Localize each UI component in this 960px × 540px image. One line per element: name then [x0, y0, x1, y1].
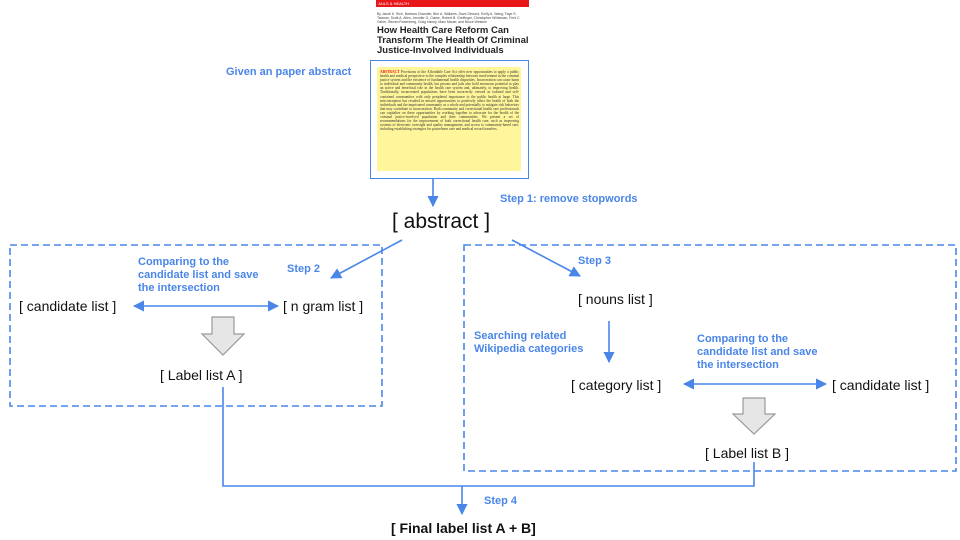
paper-header: JAILS & HEALTH By Jacob K. Rich, Barbara…	[376, 0, 530, 60]
label-list-b-node: [ Label list B ]	[705, 445, 790, 461]
abstract-node: [ abstract ]	[392, 210, 491, 233]
abstract-highlight: ABSTRACT Provisions of the Affordable Ca…	[377, 67, 521, 171]
step4-label: Step 4	[484, 495, 518, 507]
search-wiki-label: Searching related Wikipedia categories	[474, 330, 584, 355]
label-list-a-node: [ Label list A ]	[160, 367, 243, 383]
journal-tag-bar: JAILS & HEALTH	[376, 0, 529, 7]
abstract-body: Provisions of the Affordable Care Act of…	[380, 70, 519, 132]
merge-line-a	[222, 387, 755, 487]
step3-group-box	[463, 244, 957, 472]
given-abstract-label: Given an paper abstract	[226, 66, 352, 78]
step2-group-box	[9, 244, 383, 407]
block-arrow-left	[200, 316, 246, 356]
step1-label: Step 1: remove stopwords	[500, 193, 638, 205]
nouns-list-node: [ nouns list ]	[578, 291, 653, 307]
abstract-text: ABSTRACT Provisions of the Affordable Ca…	[380, 70, 519, 131]
compare-right-label: Comparing to the candidate list and save…	[697, 333, 818, 371]
abstract-box: ABSTRACT Provisions of the Affordable Ca…	[370, 60, 529, 179]
paper-title: How Health Care Reform Can Transform The…	[377, 25, 529, 56]
arrow-step2	[330, 239, 403, 279]
final-label-list-node: [ Final label list A + B]	[391, 520, 536, 536]
candidate-list-left-node: [ candidate list ]	[19, 298, 117, 314]
candidate-list-right-node: [ candidate list ]	[832, 377, 930, 393]
category-list-node: [ category list ]	[571, 377, 662, 393]
block-arrow-right	[731, 397, 777, 435]
ngram-list-node: [ n gram list ]	[283, 298, 364, 314]
journal-tag: JAILS & HEALTH	[378, 1, 410, 6]
compare-left-label: Comparing to the candidate list and save…	[138, 256, 259, 294]
step2-label: Step 2	[287, 263, 321, 275]
paper-authors: By Jacob K. Rich, Barbara Chandler, Brie…	[377, 12, 521, 24]
step3-label: Step 3	[578, 255, 612, 267]
arrow-step3	[511, 239, 581, 277]
abstract-label: ABSTRACT	[380, 70, 400, 74]
